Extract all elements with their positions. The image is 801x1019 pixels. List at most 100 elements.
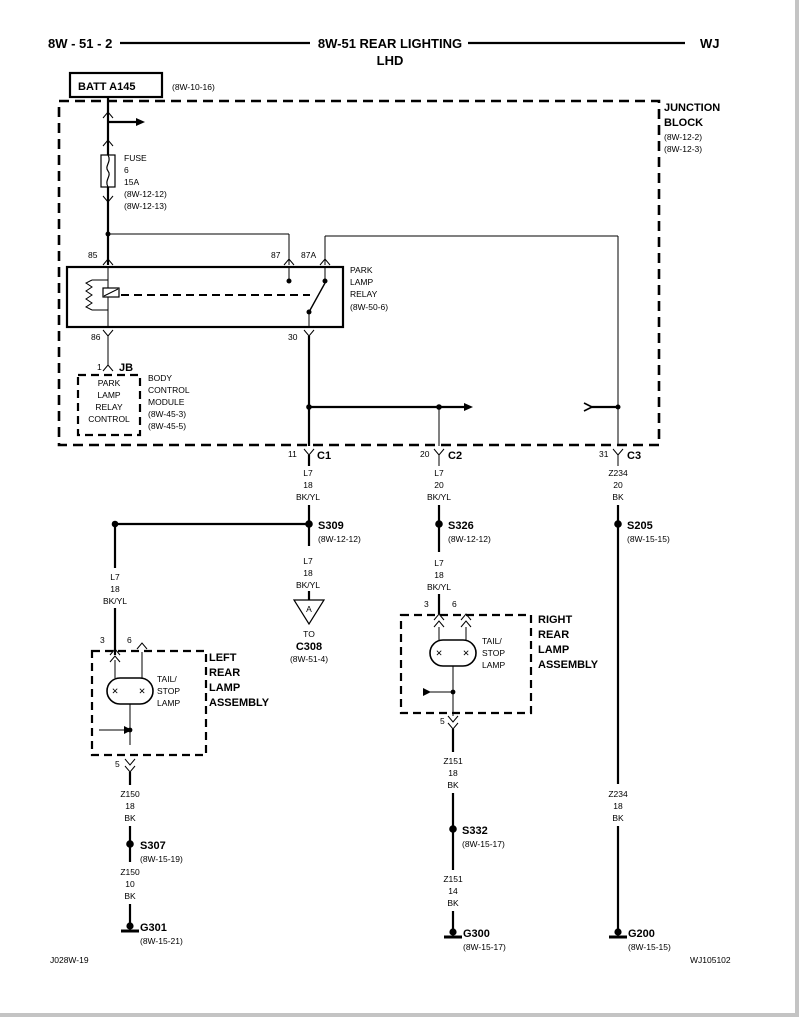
right-lamp-pin-5: 5 (440, 716, 445, 726)
footer-right-code: WJ105102 (690, 955, 731, 965)
c3-out-color: BK (612, 492, 624, 502)
left-lamp-name-1: LEFT (209, 652, 237, 664)
page-subtitle: LHD (377, 53, 404, 68)
c2-out-circuit: L7 (434, 468, 444, 478)
bcm-ref-1: (8W-45-3) (148, 409, 186, 419)
g300-dot (449, 928, 457, 936)
offpage-ref: (8W-51-4) (290, 654, 328, 664)
bcm-ref-2: (8W-45-5) (148, 421, 186, 431)
bcm-box-line-4: CONTROL (88, 414, 130, 424)
left-lamp-pin5-chevron-2 (124, 765, 136, 773)
g300-name: G300 (463, 928, 490, 940)
s309-name: S309 (318, 520, 344, 532)
left-lamp-pin-5: 5 (115, 759, 120, 769)
relay-name-3: RELAY (350, 289, 378, 299)
fuse-ref-2: (8W-12-13) (124, 201, 167, 211)
s205-ref: (8W-15-15) (627, 534, 670, 544)
left-lamp-name-2: REAR (209, 667, 240, 679)
c2-name: C2 (448, 450, 462, 462)
right-lamp-ground-arrow (423, 688, 431, 696)
left-bulb-filament-2: ✕ (138, 686, 145, 696)
c1-out-circuit: L7 (303, 468, 313, 478)
relay-coil-mark (103, 288, 119, 297)
batt-connector-chevron (102, 111, 114, 119)
s309-down-gauge: 18 (303, 568, 313, 578)
c1-out-gauge: 18 (303, 480, 313, 490)
bcm-name-1: BODY (148, 373, 172, 383)
relay-85-chevron (102, 258, 114, 266)
left-lamp-name-4: ASSEMBLY (209, 697, 270, 709)
batt-box (68, 71, 164, 99)
offpage-connector-triangle (292, 599, 326, 626)
right-bulb-name-1: TAIL/ (482, 636, 502, 646)
right-lamp-pin3-chevron-2 (433, 620, 445, 628)
left-ground1-gauge: 18 (125, 801, 135, 811)
right-lamp-name-3: LAMP (538, 644, 569, 656)
left-feed-color: BK/YL (103, 596, 127, 606)
fuse-ref-1: (8W-12-12) (124, 189, 167, 199)
right-ground2-color: BK (447, 898, 459, 908)
s326-down-color: BK/YL (427, 582, 451, 592)
bcm-chevron (102, 364, 114, 372)
s332-dot (449, 825, 457, 833)
junction-block-ref-2: (8W-12-3) (664, 144, 702, 154)
s307-ref: (8W-15-19) (140, 854, 183, 864)
right-ground1-gauge: 18 (448, 768, 458, 778)
c3-junction-dot (615, 404, 621, 410)
g301-ref: (8W-15-21) (140, 936, 183, 946)
left-ground1-color: BK (124, 813, 136, 823)
bcm-name-2: CONTROL (148, 385, 190, 395)
left-lamp-pin-6: 6 (127, 635, 132, 645)
left-lamp-assembly-box (90, 649, 208, 757)
c2-pin: 20 (420, 449, 430, 459)
c2-out-color: BK/YL (427, 492, 451, 502)
right-lamp-pin-3: 3 (424, 599, 429, 609)
right-lamp-pin3-chevron (433, 613, 445, 621)
right-lamp-name-2: REAR (538, 629, 569, 641)
right-lamp-pin6-chevron-2 (460, 620, 472, 628)
s309-down-color: BK/YL (296, 580, 320, 590)
left-ground2-color: BK (124, 891, 136, 901)
left-bulb-name-3: LAMP (157, 698, 180, 708)
c3-chevron (612, 448, 624, 456)
c2-out-gauge: 20 (434, 480, 444, 490)
branch-arrow-right (464, 403, 473, 411)
right-lamp-pin5-chevron (447, 715, 459, 723)
relay-87a-chevron (319, 258, 331, 266)
c1-out-color: BK/YL (296, 492, 320, 502)
s332-name: S332 (462, 825, 488, 837)
bcm-pin: 1 (97, 362, 102, 372)
right-bulb-name-2: STOP (482, 648, 505, 658)
right-ground2-circuit: Z151 (443, 874, 463, 884)
relay-86-chevron (102, 329, 114, 337)
left-feed-circuit: L7 (110, 572, 120, 582)
s326-down-gauge: 18 (434, 570, 444, 580)
left-bulb-name-2: STOP (157, 686, 180, 696)
s326-down-circuit: L7 (434, 558, 444, 568)
junction-block-label-2: BLOCK (664, 117, 703, 129)
g301-name: G301 (140, 922, 167, 934)
right-bulb-filament-1: ✕ (435, 648, 442, 658)
branch-dot-c1 (306, 404, 312, 410)
relay-87a-contact (322, 278, 328, 284)
fuse-name: FUSE (124, 153, 147, 163)
s332-ref: (8W-15-17) (462, 839, 505, 849)
batt-branch-arrow (136, 118, 145, 126)
right-lamp-name-4: ASSEMBLY (538, 659, 599, 671)
s205-down-circuit: Z234 (608, 789, 628, 799)
c3-incoming-arrow (583, 402, 594, 412)
left-lamp-pin3-chevron-2 (109, 655, 121, 663)
left-lamp-name-3: LAMP (209, 682, 240, 694)
g301-dot (126, 922, 134, 930)
relay-pin-86: 86 (91, 332, 101, 342)
offpage-connector: C308 (296, 641, 322, 653)
c1-chevron (303, 448, 315, 456)
c3-out-gauge: 20 (613, 480, 623, 490)
s205-dot (614, 520, 622, 528)
left-feed-gauge: 18 (110, 584, 120, 594)
fuse-element (106, 154, 110, 188)
s309-ref: (8W-12-12) (318, 534, 361, 544)
relay-switch-arm (308, 282, 326, 313)
c3-out-circuit: Z234 (608, 468, 628, 478)
